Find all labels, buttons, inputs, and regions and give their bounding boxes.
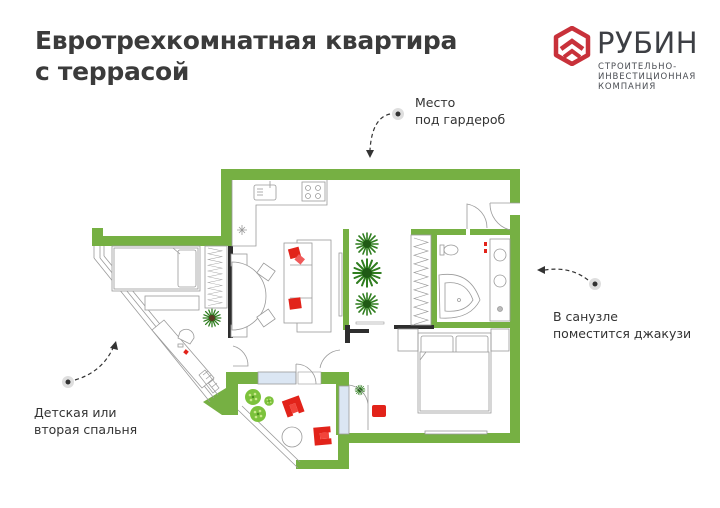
bush-icon bbox=[264, 396, 274, 406]
annotation-wardrobe: Место под гардероб bbox=[415, 95, 506, 127]
red-pouf bbox=[372, 405, 386, 417]
wardrobe-living bbox=[410, 234, 432, 326]
terrace-door bbox=[295, 363, 317, 385]
title-line-2: с террасой bbox=[35, 57, 190, 86]
bush-icon bbox=[250, 406, 266, 422]
dining-set bbox=[230, 253, 276, 338]
bedroom-door bbox=[319, 349, 369, 430]
company-logo: РУБИН СТРОИТЕЛЬНО- ИНВЕСТИЦИОННАЯ КОМПАН… bbox=[552, 24, 712, 94]
round-table bbox=[281, 426, 303, 448]
page-title: Евротрехкомнатная квартира с террасой bbox=[35, 25, 457, 87]
radiator bbox=[198, 369, 220, 394]
single-bed bbox=[111, 245, 201, 292]
desk bbox=[151, 319, 215, 389]
armchair-icon bbox=[281, 395, 305, 418]
cushion-3 bbox=[288, 297, 302, 310]
plant-icon bbox=[355, 232, 379, 256]
logo-name: РУБИН bbox=[597, 26, 699, 60]
kitchen-furniture bbox=[231, 180, 328, 247]
annotation-pointer-kids bbox=[62, 341, 118, 388]
kids-door bbox=[232, 345, 249, 367]
exterior-walls bbox=[92, 169, 520, 469]
bush-icon bbox=[245, 389, 261, 405]
entrance-door bbox=[466, 202, 520, 231]
annotation-pointer-bathroom bbox=[537, 266, 601, 290]
ruby-hexagon-chevron-icon bbox=[553, 26, 591, 66]
terrace-windows bbox=[257, 371, 350, 435]
wardrobe-kids bbox=[204, 245, 228, 309]
cushion-2 bbox=[294, 254, 305, 265]
logo-subtitle: СТРОИТЕЛЬНО- ИНВЕСТИЦИОННАЯ КОМПАНИЯ bbox=[598, 62, 697, 92]
annotation-bathroom: В санузле поместится джакузи bbox=[553, 309, 692, 341]
armchair-icon bbox=[313, 426, 332, 446]
title-line-1: Евротрехкомнатная квартира bbox=[35, 26, 458, 55]
plant-icon bbox=[355, 292, 379, 316]
double-bed bbox=[397, 328, 510, 435]
annotation-kids-room: Детская или вторая спальня bbox=[34, 405, 138, 437]
dark-partitions bbox=[228, 246, 434, 343]
bathroom-fixtures bbox=[438, 238, 511, 322]
plant-icon bbox=[352, 258, 382, 288]
annotation-pointer-wardrobe bbox=[366, 108, 404, 158]
